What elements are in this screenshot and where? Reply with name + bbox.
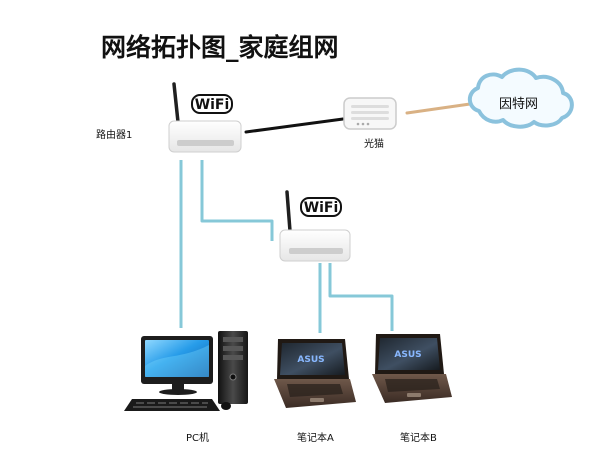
pc-mouse <box>221 402 231 410</box>
router-2-badge-text: WiFi <box>304 200 339 216</box>
network-links <box>179 102 472 333</box>
modem-to-internet-link <box>405 102 472 115</box>
router-2: WiFi <box>279 190 351 262</box>
router1-to-modem-link <box>244 117 345 134</box>
fiber-modem-label: 光猫 <box>364 137 384 150</box>
laptop-b-screen <box>378 338 440 370</box>
pc-computer <box>124 331 248 411</box>
pc-keyboard <box>124 399 220 411</box>
router-2-antenna <box>285 190 292 233</box>
router-1-wifi-badge: WiFi <box>191 94 233 114</box>
laptop-a-brand: ASUS <box>297 355 324 365</box>
laptop-a: ASUS <box>274 339 356 408</box>
router-2-body <box>279 229 351 262</box>
laptop-a-screen <box>280 343 345 375</box>
internet-label: 因特网 <box>499 97 538 112</box>
laptop-b: ASUS <box>372 334 452 403</box>
laptop-a-label: 笔记本A <box>297 431 334 444</box>
cloud-icon <box>467 67 574 129</box>
router-1-badge-text: WiFi <box>195 97 230 113</box>
router-1: WiFi <box>168 82 242 153</box>
diagram-title: 网络拓扑图_家庭组网 <box>101 33 339 62</box>
router1-to-router2-link <box>200 160 274 241</box>
laptop-b-brand: ASUS <box>394 350 421 360</box>
router2-to-laptop-b-link <box>328 263 394 331</box>
laptop-b-label: 笔记本B <box>400 431 437 444</box>
router-1-body <box>168 120 242 153</box>
pc-monitor-screen <box>145 340 209 377</box>
router-1-label: 路由器1 <box>96 128 132 141</box>
router-1-antenna <box>172 82 180 124</box>
router-1-front-panel <box>177 140 234 146</box>
pc-label: PC机 <box>186 431 209 444</box>
router-2-wifi-badge: WiFi <box>300 197 342 217</box>
fiber-modem <box>343 97 397 130</box>
internet-cloud: 因特网 <box>467 67 574 129</box>
router-2-front-panel <box>289 248 343 254</box>
